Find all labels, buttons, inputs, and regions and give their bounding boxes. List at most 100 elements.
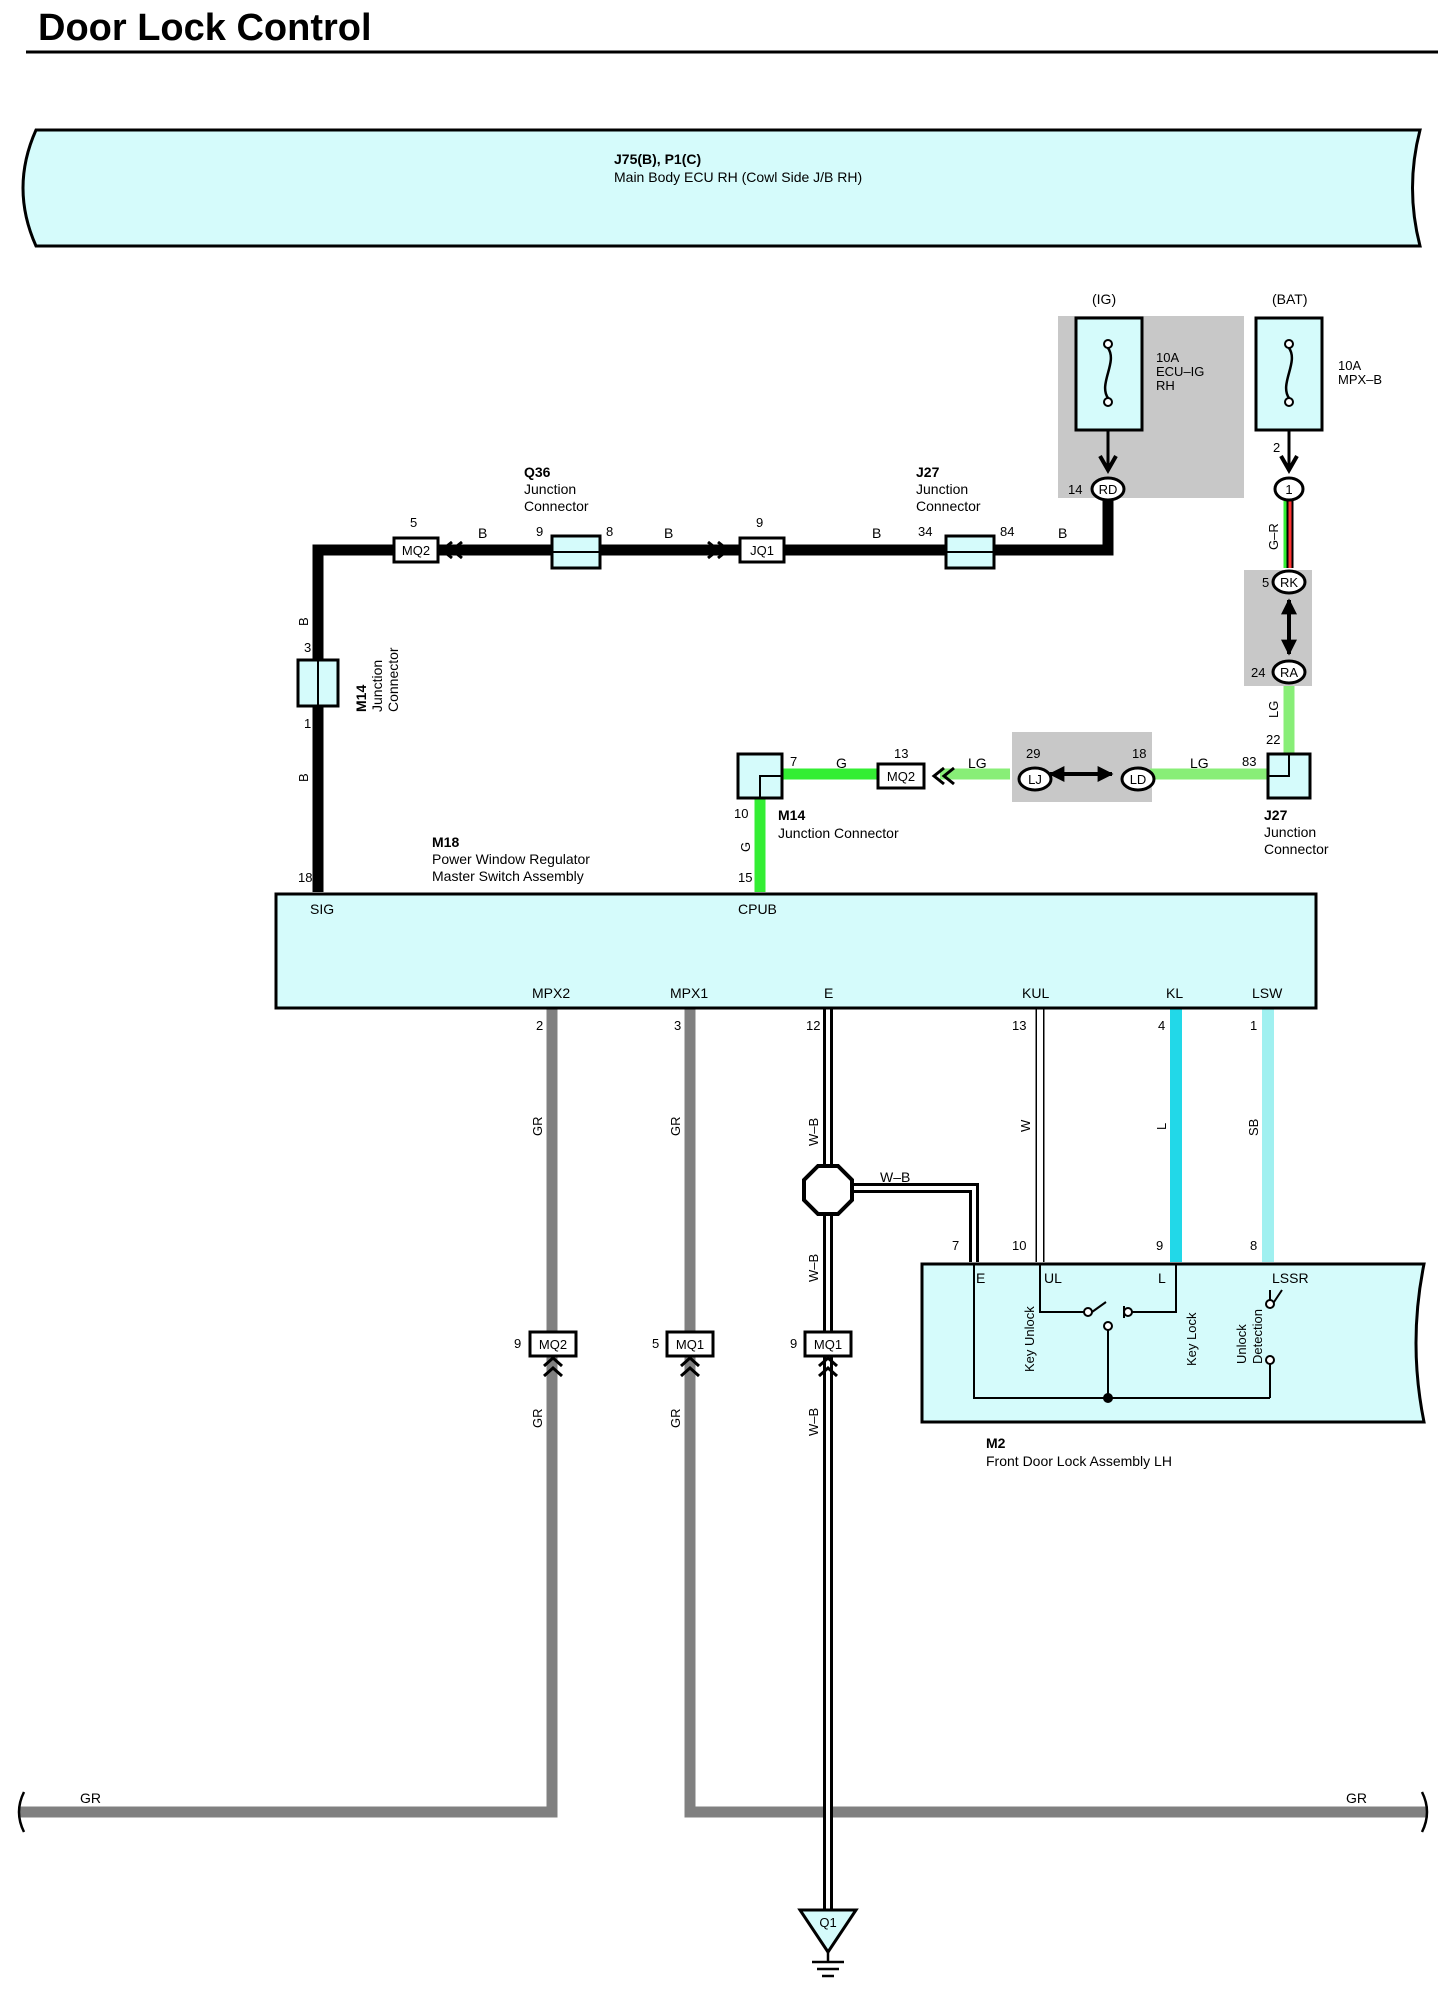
m2-switch-contact-left (1083, 1307, 1093, 1317)
j27-right-divider (1268, 754, 1290, 777)
wire-b-vlabel-1: B (296, 617, 311, 626)
conn-mq2-mid-label: MQ2 (887, 769, 915, 784)
main-body-ecu (21, 128, 1422, 248)
q36-pin-out: 8 (606, 524, 613, 539)
conn-rk-label: RK (1280, 575, 1298, 590)
m2-term-lssr: LSSR (1272, 1270, 1309, 1286)
m14-mid-name: Junction Connector (778, 825, 899, 841)
ground-q1-label: Q1 (819, 1915, 836, 1930)
fuse-bat-name-1: MPX–B (1338, 372, 1382, 387)
m2-pin-ul: 10 (1012, 1238, 1026, 1253)
fuse-ecu-ig-rh: (IG) 10A ECU–IG RH 14 RD (1068, 291, 1204, 502)
wire-w-vlabel: W (1018, 1119, 1033, 1132)
j27-right-pin-b: 83 (1242, 754, 1256, 769)
wire-w-b-branch-core (828, 1186, 976, 1262)
conn-jq1-label: JQ1 (750, 543, 774, 558)
j27-right-code: J27 (1264, 807, 1288, 823)
fuse-ig-name-2: RH (1156, 378, 1175, 393)
wire-w-b-branch-label: W–B (880, 1169, 910, 1185)
ground-q1 (797, 1908, 859, 1955)
jq1-pin: 9 (756, 515, 763, 530)
m2-key-lock-label: Key Lock (1184, 1312, 1199, 1366)
m18-term-mpx2: MPX2 (532, 985, 570, 1001)
conn-1-label: 1 (1285, 482, 1292, 497)
page-title: Door Lock Control (38, 7, 372, 49)
conn-mq1-b (803, 1330, 853, 1358)
j27-top-pin-out: 84 (1000, 524, 1014, 539)
conn-lj (1017, 766, 1053, 792)
fuse-mpx-b: (BAT) 10A MPX–B 2 1 (1254, 291, 1382, 502)
conn-ra (1271, 659, 1307, 685)
wire-b-label-3: B (872, 525, 881, 541)
wire-w-b-vlabel-3: W–B (806, 1408, 821, 1436)
mq2-low-arrow-icon (543, 1355, 563, 1378)
fuse-ig-arrow-icon (1098, 455, 1118, 475)
m18-pin-kul: 13 (1012, 1018, 1026, 1033)
fuse-bat-arrow-icon (1279, 455, 1299, 475)
j27-right-name-2: Connector (1264, 841, 1329, 857)
m18-pin-kl: 4 (1158, 1018, 1165, 1033)
m2-pin-lssr: 8 (1250, 1238, 1257, 1253)
conn-mq1-a (665, 1330, 715, 1358)
m14-left-name-2: Connector (385, 647, 401, 712)
m14-left-name-1: Junction (369, 660, 385, 712)
m2-unlock-label: Unlock (1234, 1324, 1249, 1364)
mq2-top-arrow-icon (439, 540, 463, 560)
ecu-code: J75(B), P1(C) (614, 151, 701, 167)
fuse-ig-terminal-bottom (1103, 397, 1113, 407)
q36-name-2: Connector (524, 498, 589, 514)
m18-pin-mpx1: 3 (674, 1018, 681, 1033)
m2-pin-e: 7 (952, 1238, 959, 1253)
m14-mid-code: M14 (778, 807, 805, 823)
mq2-top-pin: 5 (410, 515, 417, 530)
m14-mid-divider (759, 775, 782, 798)
bus-right-break-icon (1420, 1791, 1429, 1833)
fuse-ig-out-pin: 14 (1068, 482, 1082, 497)
m2-detection-contact-bottom (1265, 1355, 1275, 1365)
wire-b-label-2: B (664, 525, 673, 541)
fuse-bat-out-pin: 2 (1273, 440, 1280, 455)
bus-right-label: GR (1346, 1790, 1367, 1806)
conn-mq2-top-label: MQ2 (402, 543, 430, 558)
mq2-mid-pin: 13 (894, 746, 908, 761)
conn-jq1 (738, 536, 786, 564)
m18-term-e: E (824, 985, 833, 1001)
wire-gr-vlabel-4: GR (668, 1409, 683, 1429)
m2-code: M2 (986, 1435, 1006, 1451)
j27-right-pin-a: 22 (1266, 732, 1280, 747)
conn-mq1-b-label: MQ1 (814, 1337, 842, 1352)
j27-top-name-1: Junction (916, 481, 968, 497)
m14-left-pin-bottom: 1 (304, 716, 311, 731)
m2-detection-contact-top (1265, 1299, 1275, 1309)
ld-pin: 18 (1132, 746, 1146, 761)
ground-splice (802, 1164, 854, 1216)
q36-code: Q36 (524, 464, 551, 480)
j27-top-pin-in: 34 (918, 524, 932, 539)
rk-pin: 5 (1262, 575, 1269, 590)
m18-term-lsw: LSW (1252, 985, 1283, 1001)
j27-top-code: J27 (916, 464, 940, 480)
wire-g-r-label: G–R (1266, 523, 1281, 550)
fuse-bat-terminal-bottom (1284, 397, 1294, 407)
conn-mq2-top (392, 536, 440, 564)
wire-gr-vlabel-3: GR (530, 1409, 545, 1429)
m2-name: Front Door Lock Assembly LH (986, 1453, 1172, 1469)
m2-key-unlock-label: Key Unlock (1022, 1306, 1037, 1372)
m18-term-sig: SIG (310, 901, 334, 917)
q36-name-1: Junction (524, 481, 576, 497)
wire-gr-mpx1 (684, 1008, 1428, 1818)
q36-pin-in: 9 (536, 524, 543, 539)
m2-switch-contact-right (1123, 1307, 1133, 1317)
m2-pin-l: 9 (1156, 1238, 1163, 1253)
m2-term-ul: UL (1044, 1270, 1062, 1286)
fuse-ig-rating: 10A (1156, 350, 1179, 365)
mq1-a-arrow-icon (680, 1355, 700, 1378)
wire-w-b-vlabel-1: W–B (806, 1118, 821, 1146)
j27-right-name-1: Junction (1264, 824, 1316, 840)
wire-sb-vlabel: SB (1246, 1119, 1261, 1136)
m18-code: M18 (432, 834, 459, 850)
wire-b-label-1: B (478, 525, 487, 541)
conn-mq2-low-label: MQ2 (539, 1337, 567, 1352)
conn-ld-label: LD (1130, 772, 1147, 787)
